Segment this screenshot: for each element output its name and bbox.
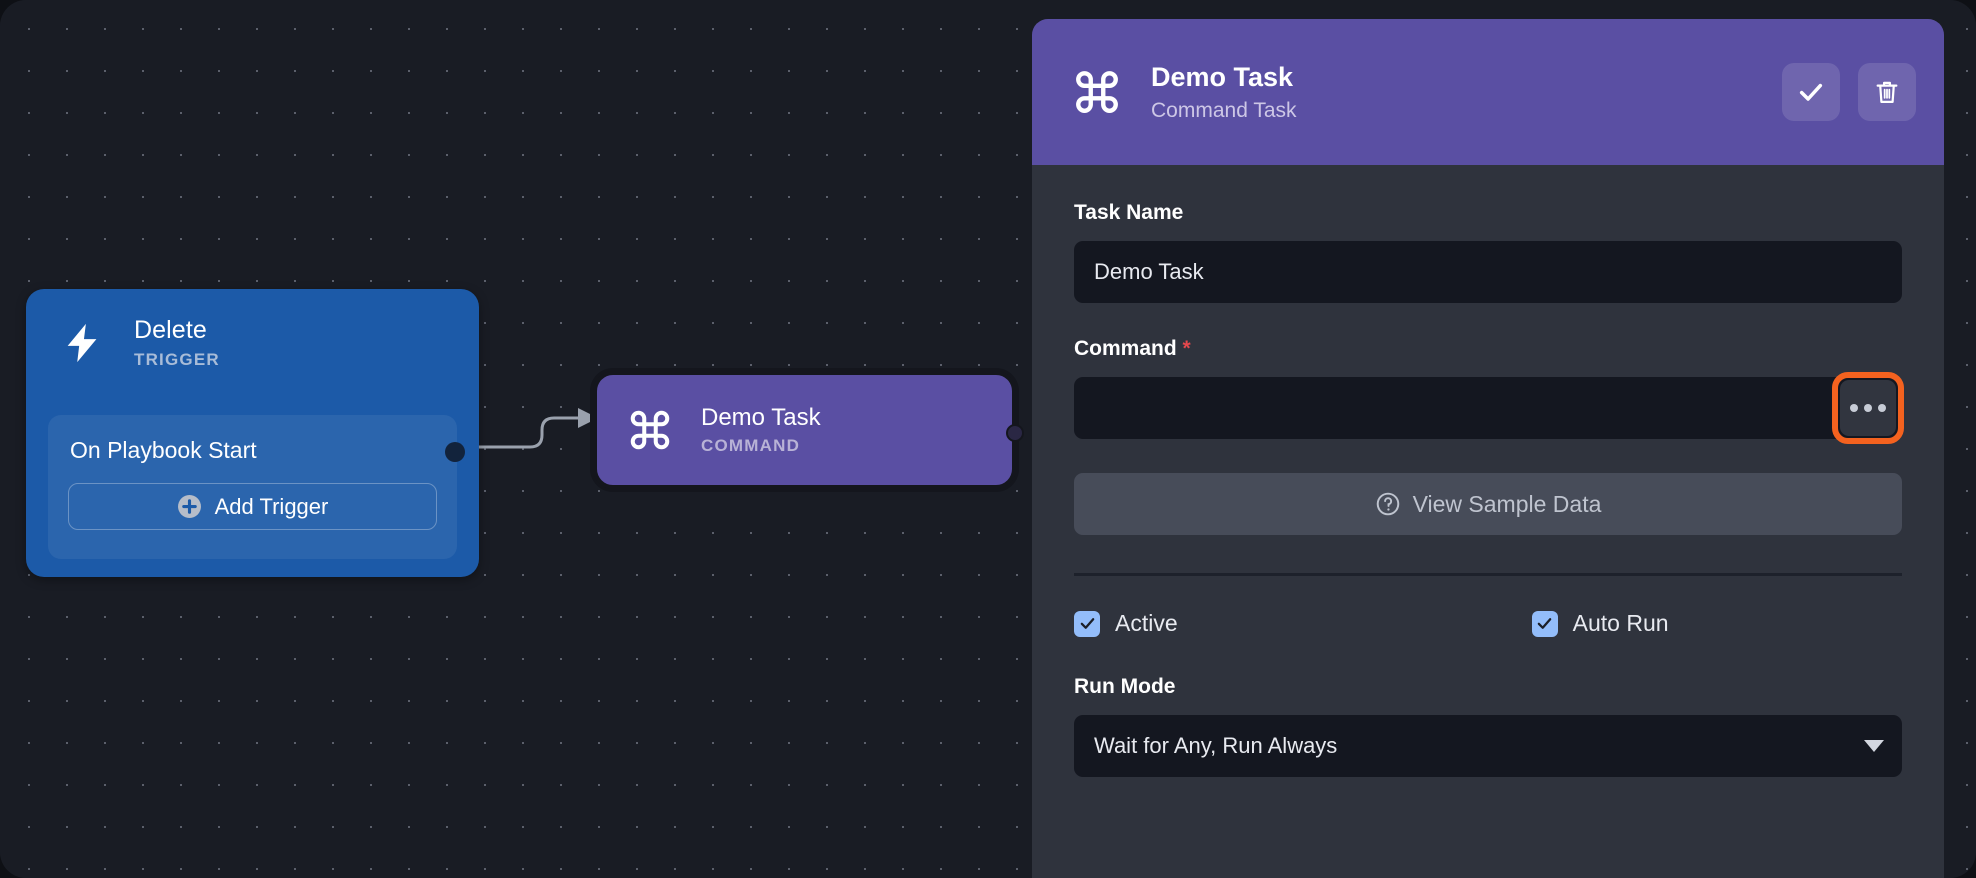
command-select-row <box>1074 372 1904 444</box>
panel-header-actions <box>1782 63 1916 121</box>
add-trigger-label: Add Trigger <box>214 493 329 519</box>
trigger-row-on-playbook-start[interactable]: On Playbook Start <box>48 415 465 485</box>
ellipsis-icon <box>1850 404 1858 412</box>
run-mode-select[interactable]: Wait for Any, Run Always <box>1074 715 1902 777</box>
trigger-node-output-port[interactable] <box>445 442 465 462</box>
delete-button[interactable] <box>1858 63 1916 121</box>
panel-title: Demo Task <box>1151 61 1294 92</box>
auto-run-checkbox-label: Auto Run <box>1572 610 1669 636</box>
trigger-node-title: Delete <box>134 316 207 344</box>
command-field-group: Command * <box>1074 337 1904 444</box>
panel-subtitle: Command Task <box>1151 98 1297 122</box>
run-mode-select-row: Wait for Any, Run Always <box>1074 715 1902 777</box>
run-mode-label: Run Mode <box>1074 675 1176 698</box>
auto-run-checkbox-item[interactable]: Auto Run <box>1531 610 1669 637</box>
save-button[interactable] <box>1782 63 1840 121</box>
command-node[interactable]: Demo Task COMMAND <box>593 371 1024 489</box>
question-circle-icon <box>1376 492 1399 516</box>
panel-header: Demo Task Command Task <box>1032 19 1944 165</box>
view-sample-data-button[interactable]: View Sample Data <box>1074 473 1902 535</box>
task-detail-panel: Demo Task Command Task <box>1032 19 1944 878</box>
command-icon <box>1076 71 1118 113</box>
trash-icon <box>1876 81 1898 104</box>
check-icon <box>1080 618 1094 629</box>
trigger-node-header: Delete TRIGGER <box>26 289 479 370</box>
trigger-node-body: On Playbook Start Add Trigger <box>48 415 465 559</box>
command-label: Command * <box>1074 337 1902 361</box>
trigger-node[interactable]: Delete TRIGGER On Playbook Start Add Tri… <box>26 289 479 577</box>
auto-run-checkbox[interactable] <box>1531 610 1558 637</box>
task-name-field-group: Task Name <box>1074 201 1902 303</box>
panel-body: Task Name Command * <box>1032 165 1944 777</box>
command-more-button[interactable] <box>1840 380 1896 436</box>
view-sample-data-label: View Sample Data <box>1412 490 1602 517</box>
task-name-label: Task Name <box>1074 201 1184 224</box>
command-node-content: Demo Task COMMAND <box>597 375 1012 485</box>
plus-circle-icon <box>177 495 201 518</box>
toggle-row: Active Auto Run <box>1074 610 1902 637</box>
trigger-row-label: On Playbook Start <box>70 436 257 463</box>
command-icon <box>630 410 670 450</box>
command-label-text: Command <box>1074 337 1177 360</box>
add-trigger-button[interactable]: Add Trigger <box>68 483 437 530</box>
task-name-input[interactable] <box>1074 241 1902 303</box>
ellipsis-icon <box>1864 404 1872 412</box>
check-icon <box>1537 618 1552 629</box>
check-icon <box>1799 83 1823 101</box>
command-node-subtitle: COMMAND <box>701 436 801 455</box>
lightning-bolt-icon <box>67 323 97 363</box>
command-node-title: Demo Task <box>701 404 821 431</box>
trigger-node-subtitle: TRIGGER <box>134 350 220 369</box>
run-mode-field-group: Run Mode Wait for Any, Run Always <box>1074 675 1902 777</box>
command-select[interactable] <box>1074 377 1902 439</box>
required-marker: * <box>1182 337 1191 360</box>
ellipsis-icon <box>1878 404 1886 412</box>
section-divider <box>1074 573 1902 576</box>
active-checkbox-label: Active <box>1115 610 1178 636</box>
chevron-down-icon <box>1864 740 1884 752</box>
active-checkbox[interactable] <box>1074 610 1100 637</box>
command-node-output-port[interactable] <box>1006 424 1024 442</box>
active-checkbox-item[interactable]: Active <box>1074 610 1178 637</box>
run-mode-value: Wait for Any, Run Always <box>1094 733 1338 758</box>
